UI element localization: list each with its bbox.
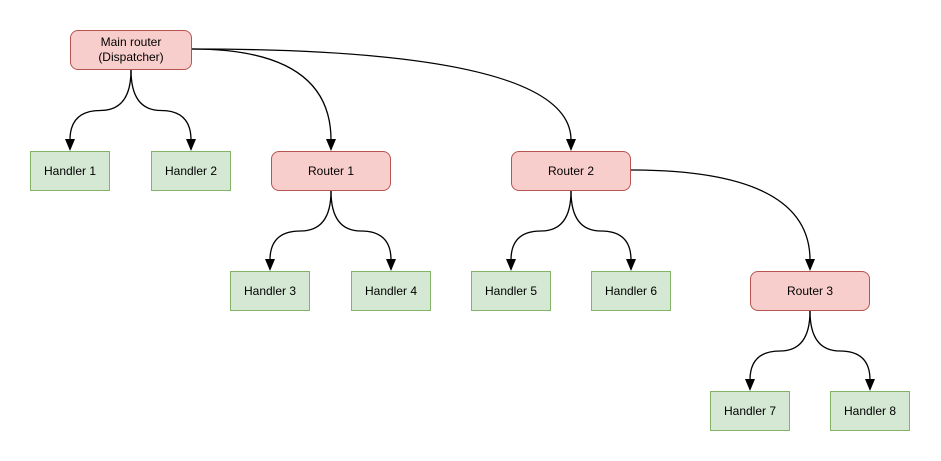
node-r2: Router 2 — [511, 151, 631, 191]
node-h6: Handler 6 — [591, 271, 671, 311]
node-h8: Handler 8 — [830, 391, 910, 431]
edge-r2-to-h6 — [570, 190, 636, 271]
node-h4: Handler 4 — [351, 271, 431, 311]
edge-main-to-r2 — [191, 48, 576, 151]
node-label-main: Main router (Dispatcher) — [98, 35, 164, 64]
node-label-h4: Handler 4 — [364, 283, 418, 298]
node-h1: Handler 1 — [30, 151, 110, 191]
node-main: Main router (Dispatcher) — [70, 30, 192, 70]
edge-main-to-h1 — [65, 69, 132, 151]
node-label-h6: Handler 6 — [604, 283, 658, 298]
node-label-h5: Handler 5 — [484, 283, 538, 298]
node-label-h2: Handler 2 — [164, 163, 218, 178]
node-label-h3: Handler 3 — [243, 283, 297, 298]
edge-main-to-r1 — [191, 48, 336, 151]
node-r1: Router 1 — [271, 151, 391, 191]
node-label-h8: Handler 8 — [843, 403, 897, 418]
node-h7: Handler 7 — [710, 391, 790, 431]
node-h5: Handler 5 — [471, 271, 551, 311]
node-h2: Handler 2 — [151, 151, 231, 191]
edge-r2-to-h5 — [506, 190, 572, 271]
edge-r3-to-h8 — [809, 310, 875, 391]
edge-r3-to-h7 — [745, 310, 811, 391]
node-h3: Handler 3 — [230, 271, 310, 311]
node-label-r2: Router 2 — [547, 163, 595, 178]
node-label-h1: Handler 1 — [43, 163, 97, 178]
node-r3: Router 3 — [750, 271, 870, 311]
edge-r2-to-r3 — [630, 169, 815, 271]
edge-r1-to-h3 — [265, 190, 332, 271]
node-label-r1: Router 1 — [307, 163, 355, 178]
node-label-h7: Handler 7 — [723, 403, 777, 418]
node-label-r3: Router 3 — [786, 283, 834, 298]
edge-r1-to-h4 — [330, 190, 396, 271]
edge-main-to-h2 — [130, 69, 196, 151]
